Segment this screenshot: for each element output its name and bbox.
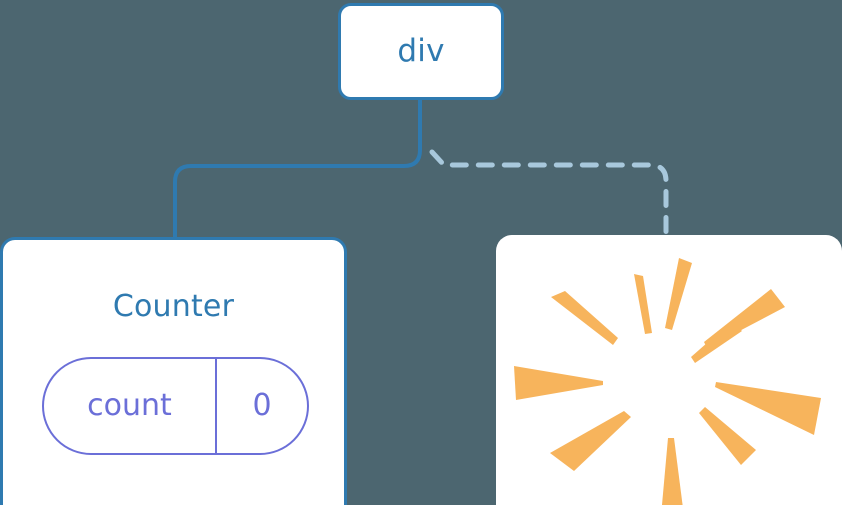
edge-dashed-root-to-burst — [429, 149, 669, 241]
burst-ray — [514, 366, 603, 400]
node-div-label: div — [397, 33, 445, 69]
burst-ray — [550, 411, 631, 471]
burst-ray — [661, 438, 683, 505]
burst-ray — [665, 258, 692, 330]
state-pill-count[interactable]: count 0 — [42, 357, 309, 455]
burst-ray — [551, 291, 618, 345]
state-pill-value: 0 — [252, 388, 272, 423]
burst-ray — [699, 407, 756, 465]
burst-ray — [634, 274, 652, 334]
burst-ray — [691, 321, 742, 363]
burst-ray — [715, 382, 821, 435]
burst-icon — [514, 258, 821, 505]
edge-solid-root-to-counter — [173, 97, 422, 242]
node-counter-label: Counter — [112, 289, 235, 324]
node-div[interactable]: div — [338, 3, 504, 100]
state-pill-key: count — [44, 359, 217, 453]
node-burst[interactable] — [496, 235, 842, 505]
